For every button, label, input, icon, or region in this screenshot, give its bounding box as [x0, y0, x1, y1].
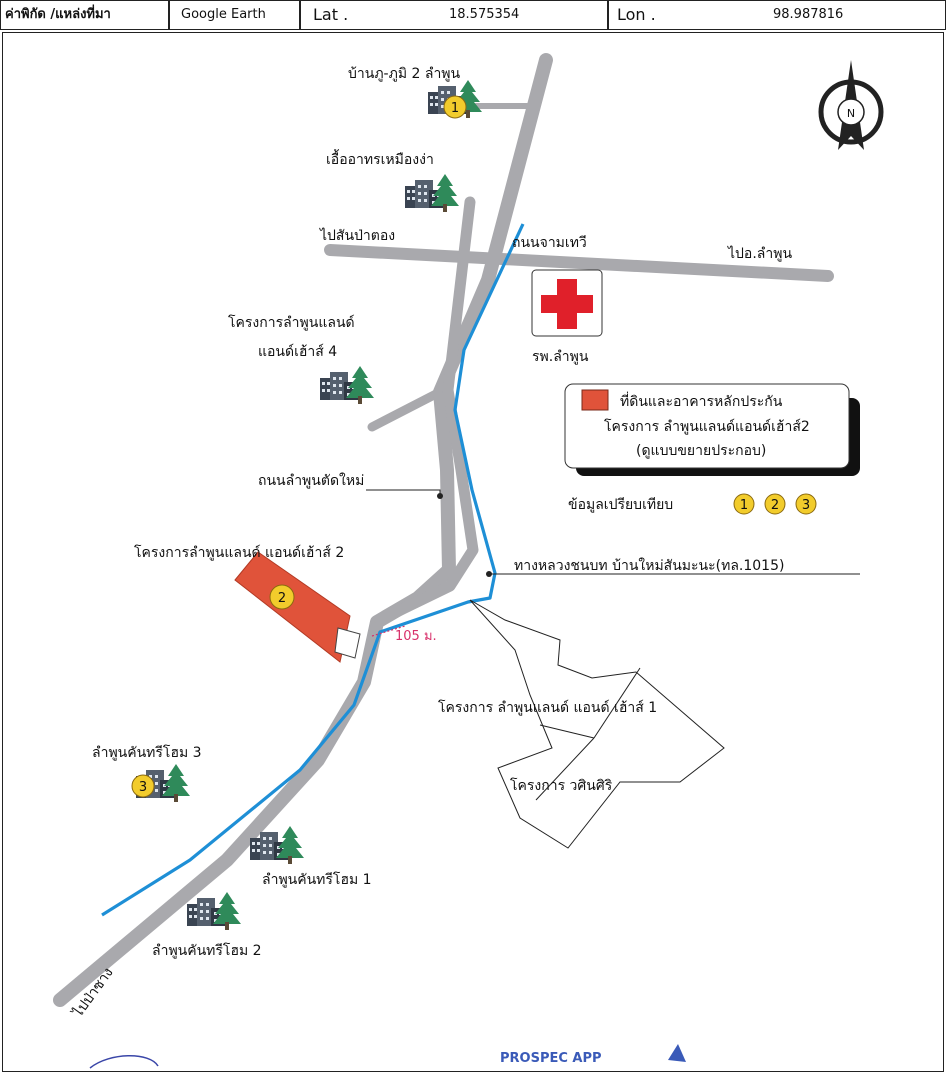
legend-line3: (ดูแบบขยายประกอบ) [636, 443, 766, 459]
label-nursing: เอื้ออาทรเหมืองง่า [326, 149, 434, 168]
stamp-mark [668, 1044, 686, 1062]
road-jam-thewi [324, 244, 834, 282]
label-hospital: รพ.ลำพูน [532, 349, 589, 365]
label-proj-1: โครงการ ลำพูนแลนด์ แอนด์ เฮ้าส์ 1 [438, 699, 657, 716]
latitude-label: Lat . [313, 5, 349, 24]
compare-marker-1-label: 1 [740, 498, 748, 513]
label-jam-thewi: ถนนจามเทวี [512, 235, 587, 251]
header-divider [168, 1, 170, 29]
distance-label: 105 ม. [395, 629, 437, 644]
canal-line [101, 223, 525, 917]
source-label: ค่าพิกัด /แหล่งที่มา [5, 7, 111, 22]
label-rural-road: ทางหลวงชนบท บ้านใหม่สันมะนะ(ทล.1015) [514, 557, 784, 574]
compare-marker-1 [733, 493, 755, 515]
road-network [53, 53, 834, 1007]
latitude-value: 18.575354 [449, 7, 520, 22]
label-khan-3: ลำพูนคันทรีโฮม 3 [92, 744, 202, 761]
building-icon [320, 366, 374, 404]
road-branch [367, 389, 441, 432]
signature-mark [89, 1055, 159, 1069]
label-proj-2: โครงการลำพูนแลนด์ แอนด์เฮ้าส์ 2 [134, 544, 344, 561]
compare-marker-2 [764, 493, 786, 515]
longitude-label: Lon . [617, 5, 656, 24]
label-khan-1: ลำพูนคันทรีโฮม 1 [262, 871, 372, 888]
distance-line [371, 625, 406, 637]
comparison-label: ข้อมูลเปรียบเทียบ [568, 497, 673, 513]
leader-dot [437, 493, 443, 499]
marker-3-label: 3 [139, 780, 147, 795]
neighbor-plots [469, 599, 725, 849]
north-letter: N [847, 107, 855, 120]
hospital-cross-icon [541, 279, 593, 329]
marker-2-label: 2 [278, 591, 286, 606]
label-new-cut-road: ถนนลำพูนตัดใหม่ [258, 472, 364, 489]
legend-line2: โครงการ ลำพูนแลนด์แอนด์เฮ้าส์2 [604, 418, 810, 435]
compare-marker-3 [795, 493, 817, 515]
legend-swatch [581, 389, 609, 411]
label-wasin: โครงการ วศินศิริ [510, 777, 613, 794]
compare-marker-2-label: 2 [771, 498, 779, 513]
road-new-cut [374, 196, 479, 626]
label-to-lamphun: ไปอ.ลำพูน [727, 245, 792, 262]
building-icon [405, 174, 459, 212]
leader-dot [486, 571, 492, 577]
marker-1-label: 1 [451, 101, 459, 116]
leader-line [366, 489, 441, 496]
marker-2 [269, 584, 295, 610]
legend-line1: ที่ดินและอาคารหลักประกัน [620, 392, 783, 410]
label-proj-4-line1: โครงการลำพูนแลนด์ [228, 314, 355, 331]
marker-1 [443, 95, 467, 119]
legend-box [564, 383, 850, 469]
north-arrow-icon: N [818, 60, 884, 150]
coordinates-header: ค่าพิกัด /แหล่งที่มา Google Earth Lat . … [0, 0, 946, 30]
label-khan-2: ลำพูนคันทรีโฮม 2 [152, 942, 262, 959]
label-poi-1: บ้านภู-ภูมิ 2 ลำพูน [348, 66, 461, 82]
label-san-pa-tong: ไปสันป่าตอง [319, 227, 395, 244]
header-divider [299, 1, 301, 29]
building-icon [187, 892, 241, 930]
header-divider [607, 1, 609, 29]
label-proj-4-line2: แอนด์เฮ้าส์ 4 [258, 343, 337, 360]
longitude-value: 98.987816 [773, 7, 844, 22]
legend: ที่ดินและอาคารหลักประกัน โครงการ ลำพูนแล… [564, 383, 860, 476]
stamp-text: PROSPEC APP [500, 1051, 602, 1066]
compare-marker-3-label: 3 [802, 498, 810, 513]
marker-3 [131, 774, 155, 798]
source-value: Google Earth [181, 7, 266, 22]
subject-land-plot [234, 551, 361, 663]
